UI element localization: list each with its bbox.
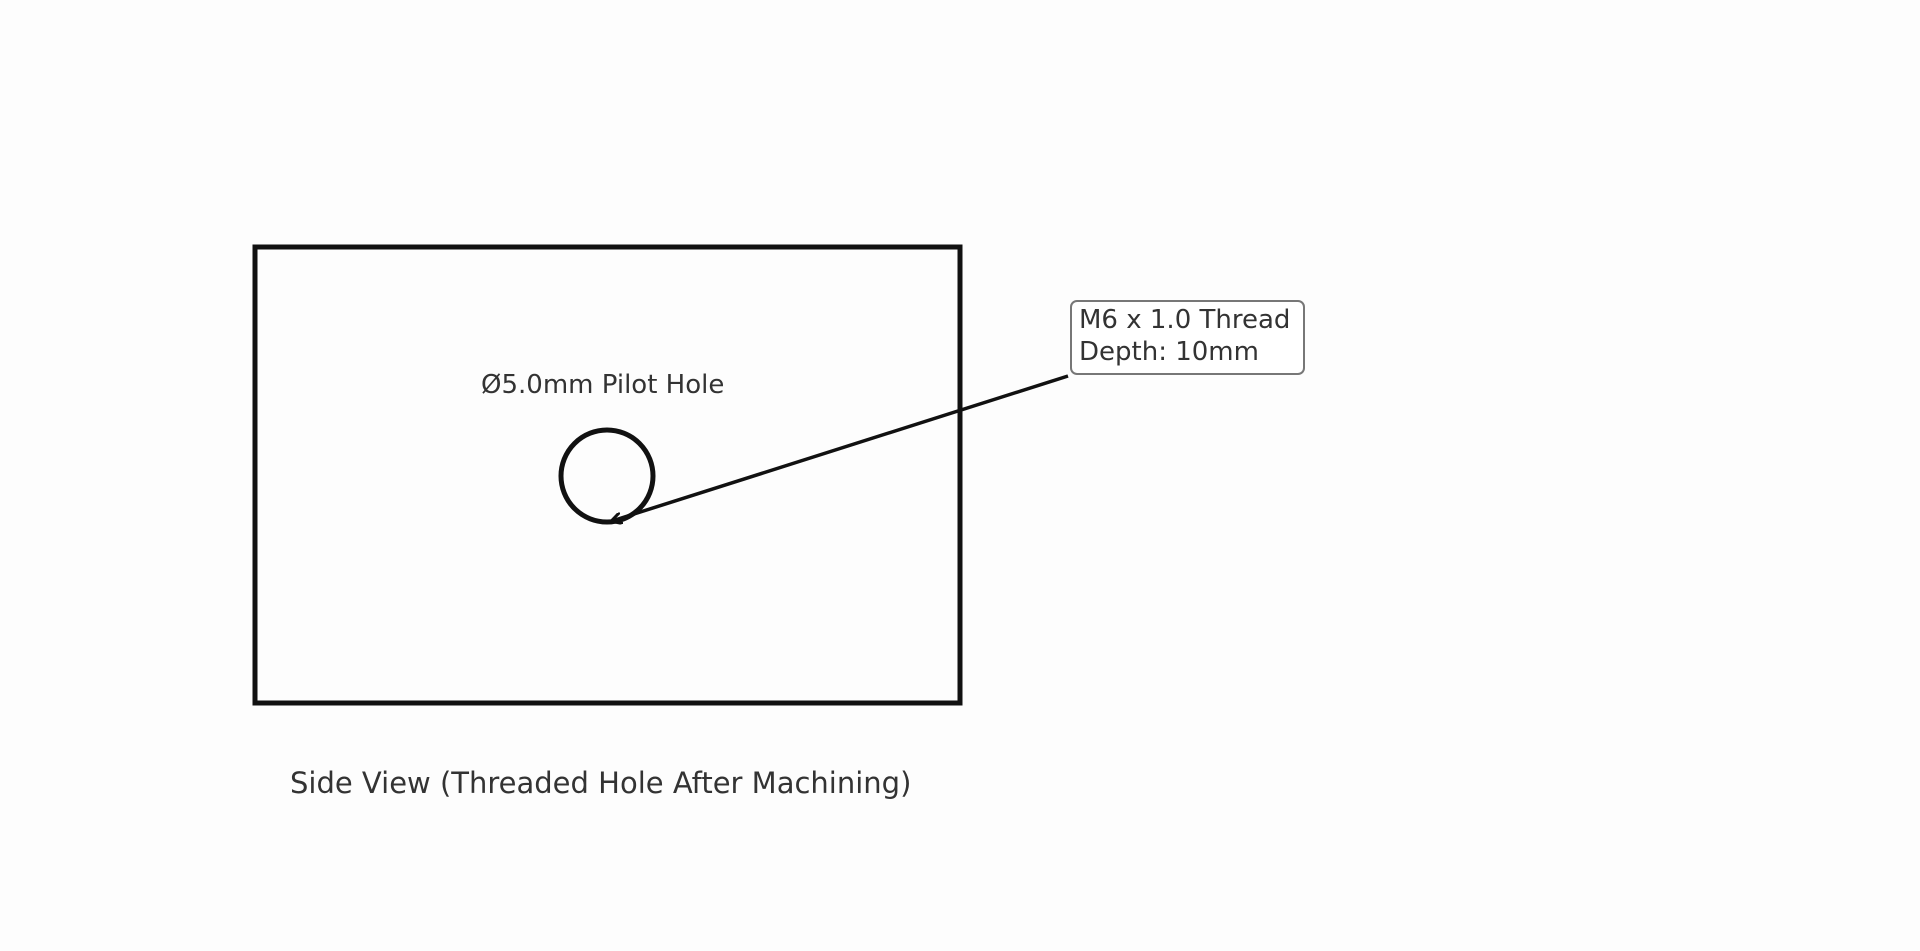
thread-callout-box: M6 x 1.0 Thread Depth: 10mm bbox=[1070, 300, 1305, 375]
pilot-hole-label: Ø5.0mm Pilot Hole bbox=[481, 370, 725, 400]
thread-spec-text: M6 x 1.0 Thread bbox=[1079, 305, 1291, 335]
pilot-hole-circle bbox=[558, 427, 656, 525]
callout-leader-arrow bbox=[612, 374, 1069, 521]
thread-depth-text: Depth: 10mm bbox=[1079, 337, 1259, 367]
view-caption: Side View (Threaded Hole After Machining… bbox=[290, 766, 912, 800]
part-outline bbox=[252, 244, 963, 706]
